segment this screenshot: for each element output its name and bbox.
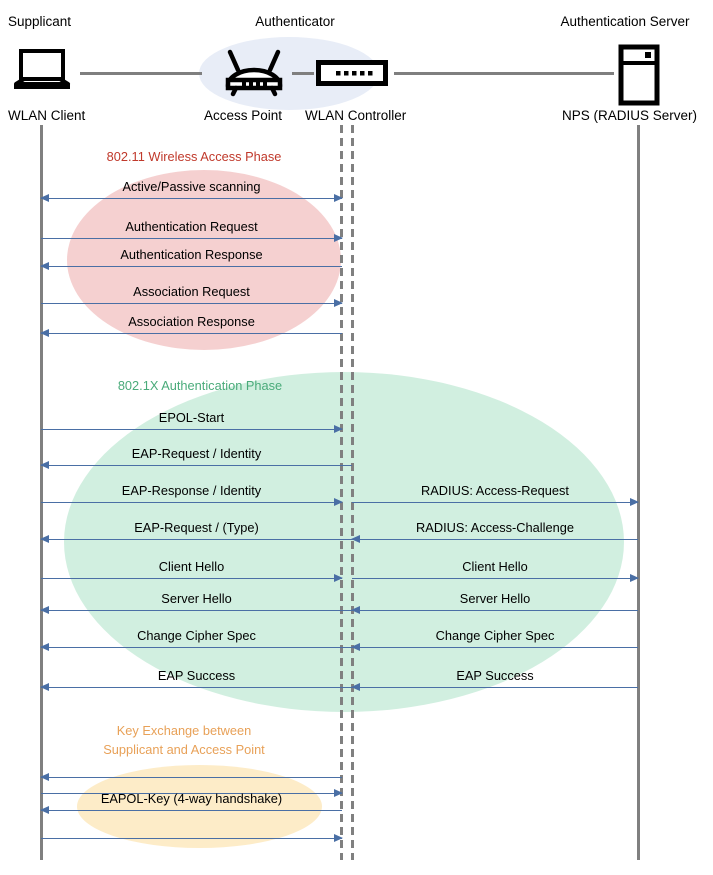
lifeline-access-point: [340, 125, 343, 860]
arrowhead-right-icon: [334, 497, 343, 506]
arrowhead-left-icon: [40, 261, 49, 270]
message-line: [41, 610, 352, 611]
actor-name-wlan-client: WLAN Client: [8, 108, 86, 123]
arrowhead-right-icon: [334, 424, 343, 433]
phase-label-key-exchange-line1: Key Exchange between: [116, 723, 252, 738]
arrowhead-left-icon: [40, 642, 49, 651]
arrowhead-left-icon: [351, 682, 360, 691]
arrowhead-right-icon: [334, 788, 343, 797]
phase-label-8021x: 802.1X Authentication Phase: [117, 378, 283, 393]
message-label-m9: EAP-Request / (Type): [134, 520, 259, 535]
message-label-r3: Client Hello: [462, 559, 528, 574]
message-line: [41, 793, 342, 794]
lifeline-wlan-client: [40, 125, 43, 860]
laptop-icon: [10, 48, 74, 101]
message-line: [41, 198, 342, 199]
message-label-m11: Server Hello: [161, 591, 232, 606]
wireless-router-icon: [216, 46, 292, 105]
message-line: [41, 777, 342, 778]
arrowhead-left-icon: [40, 328, 49, 337]
message-line: [352, 647, 638, 648]
message-label-r6: EAP Success: [456, 668, 534, 683]
arrowhead-left-icon: [351, 642, 360, 651]
arrowhead-left-icon: [40, 805, 49, 814]
phase-ellipse-80211: [67, 170, 341, 350]
message-label-r4: Server Hello: [459, 591, 531, 606]
arrowhead-left-icon: [40, 772, 49, 781]
lifeline-wlan-controller: [351, 125, 354, 860]
link-controller-to-nps: [394, 72, 614, 75]
phase-label-key-exchange-line2: Supplicant and Access Point: [103, 742, 265, 757]
message-line: [41, 266, 342, 267]
arrowhead-left-icon: [351, 534, 360, 543]
message-line: [352, 539, 638, 540]
message-label-r5: Change Cipher Spec: [435, 628, 555, 643]
arrowhead-right-icon: [630, 573, 639, 582]
message-line: [41, 687, 352, 688]
message-label-r2: RADIUS: Access-Challenge: [416, 520, 574, 535]
message-label-m8: EAP-Response / Identity: [121, 483, 262, 498]
message-label-m6: EPOL-Start: [158, 410, 225, 425]
message-line: [41, 578, 342, 579]
message-line: [352, 610, 638, 611]
arrowhead-right-icon: [334, 233, 343, 242]
message-line: [352, 578, 638, 579]
actor-name-access-point: Access Point: [204, 108, 283, 123]
arrowhead-right-icon: [630, 497, 639, 506]
message-label-m3: Authentication Response: [120, 247, 263, 262]
message-label-m13: EAP Success: [157, 668, 236, 683]
message-line: [41, 838, 342, 839]
phase-label-80211: 802.11 Wireless Access Phase: [106, 149, 282, 164]
actor-name-wlan-controller: WLAN Controller: [305, 108, 407, 123]
arrowhead-left-icon: [40, 682, 49, 691]
message-label-k3: EAPOL-Key (4-way handshake): [100, 791, 283, 806]
message-line: [41, 647, 352, 648]
arrowhead-left-icon: [40, 534, 49, 543]
message-line: [41, 333, 342, 334]
actor-name-nps-radius-server: NPS (RADIUS Server): [562, 108, 698, 123]
message-line: [352, 502, 638, 503]
network-switch-icon: [316, 60, 388, 91]
actor-role-supplicant: Supplicant: [8, 14, 72, 29]
message-label-m7: EAP-Request / Identity: [131, 446, 262, 461]
phase-ellipse-key-exchange: [77, 765, 322, 848]
message-label-m4: Association Request: [133, 284, 250, 299]
phase-ellipse-8021x: [64, 372, 624, 712]
message-line: [41, 465, 352, 466]
message-line: [41, 238, 342, 239]
message-label-m12: Change Cipher Spec: [137, 628, 256, 643]
message-line: [352, 687, 638, 688]
arrowhead-right-icon: [334, 298, 343, 307]
link-client-to-ap: [80, 72, 202, 75]
arrowhead-right-icon: [334, 573, 343, 582]
message-label-m5: Association Response: [128, 314, 255, 329]
message-line: [41, 429, 342, 430]
server-rack-icon: [618, 44, 660, 111]
arrowhead-left-icon: [40, 193, 49, 202]
arrowhead-left-icon: [40, 460, 49, 469]
link-ap-to-controller: [292, 72, 314, 75]
message-line: [41, 502, 342, 503]
arrowhead-right-icon: [334, 193, 343, 202]
message-label-m1: Active/Passive scanning: [122, 179, 261, 194]
message-label-m2: Authentication Request: [125, 219, 258, 234]
message-label-r1: RADIUS: Access-Request: [421, 483, 569, 498]
arrowhead-right-icon: [334, 833, 343, 842]
arrowhead-left-icon: [351, 605, 360, 614]
actor-role-authentication-server: Authentication Server: [560, 14, 690, 29]
arrowhead-left-icon: [40, 605, 49, 614]
message-label-m10: Client Hello: [158, 559, 225, 574]
message-line: [41, 539, 352, 540]
message-line: [41, 810, 342, 811]
lifeline-nps-radius-server: [637, 125, 640, 860]
message-line: [41, 303, 342, 304]
actor-role-authenticator: Authenticator: [255, 14, 335, 29]
